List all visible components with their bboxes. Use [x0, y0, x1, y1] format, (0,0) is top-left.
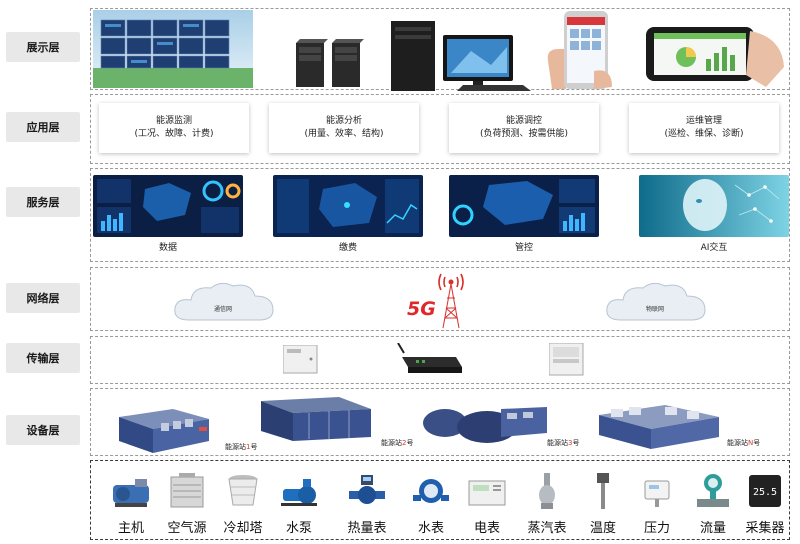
equipment-label: 压力 [643, 521, 670, 536]
application-layer-box: 能源监测 (工况、故障、计费) 能源分析 (用量、效率、结构) 能源调控 (负荷… [90, 94, 790, 164]
pressure-sensor-icon [644, 480, 670, 507]
equipment-temperature-sensor[interactable]: 温度 [577, 469, 629, 539]
steam-meter-icon [539, 473, 555, 509]
phone-in-hand-icon [546, 9, 616, 93]
equipment-label: 空气源 [167, 521, 207, 536]
app-card-detail: (工况、故障、计费) [134, 129, 214, 139]
tablet-phone-icon [646, 15, 786, 91]
heat-meter-icon [349, 475, 385, 504]
cooling-tower-icon [228, 475, 258, 506]
equipment-label: 流量 [699, 521, 726, 536]
equipment-heat-meter[interactable]: 热量表 [341, 469, 393, 539]
desktop-computer-icon [391, 15, 541, 95]
app-card-title: 能源监测 [155, 116, 192, 126]
signal-tower-icon [431, 268, 471, 334]
control-cabinet-icon [282, 344, 319, 379]
equipment-label: 水表 [417, 521, 444, 536]
equipment-collector[interactable]: 25.5 采集器 [739, 469, 791, 539]
service-layer-box: 数据 缴费 管控 AI交互 [90, 168, 790, 262]
energy-station-1-image [113, 395, 233, 457]
equipment-label: 温度 [589, 521, 616, 536]
electric-meter-icon [468, 480, 506, 506]
cloud-label-iot: 物联网 [645, 306, 664, 313]
app-card-title: 运维管理 [685, 116, 722, 126]
gateway-device-icon [396, 342, 466, 383]
app-card-title: 能源分析 [325, 116, 362, 126]
equipment-label: 蒸汽表 [527, 521, 567, 536]
temperature-sensor-icon [597, 473, 609, 509]
dashboard-control-image [449, 175, 599, 237]
layer-label-application: 应用层 [6, 112, 80, 142]
device-layer-box: 能源站1号 能源站2号 能源站3号 能源站N号 [90, 388, 790, 456]
app-card-monitoring[interactable]: 能源监测 (工况、故障、计费) [99, 103, 249, 153]
data-collector-icon: 25.5 [749, 475, 781, 507]
equipment-label: 热量表 [347, 521, 387, 536]
equipment-label: 水泵 [285, 521, 312, 536]
equipment-box: 主机 空气源 冷却塔 水泵 热量表 水表 电表 蒸汽表 温度 压力 流量 25. [90, 460, 790, 540]
station-label-n: 能源站N号 [727, 439, 761, 447]
station-label-2: 能源站2号 [381, 439, 414, 447]
equipment-label: 冷却塔 [223, 521, 263, 536]
water-meter-icon [413, 479, 449, 503]
flow-meter-icon [697, 474, 729, 507]
layer-label-service: 服务层 [6, 187, 80, 217]
cloud-icon: 物联网 [603, 280, 713, 328]
dashboard-data-image [93, 175, 243, 237]
control-cabinet-icon [548, 342, 585, 381]
equipment-electric-meter[interactable]: 电表 [461, 469, 513, 539]
equipment-flow-meter[interactable]: 流量 [687, 469, 739, 539]
equipment-pressure-sensor[interactable]: 压力 [631, 469, 683, 539]
layer-label-transport: 传输层 [6, 343, 80, 373]
service-caption-control: 管控 [514, 243, 533, 253]
service-caption-billing: 缴费 [338, 243, 357, 253]
water-pump-icon [281, 479, 317, 506]
ai-interaction-image [639, 175, 789, 237]
equipment-air-source[interactable]: 空气源 [161, 469, 213, 539]
equipment-label: 电表 [473, 521, 500, 536]
app-card-control[interactable]: 能源调控 (负荷预测、按需供能) [449, 103, 599, 153]
cloud-icon: 通信网 [171, 280, 281, 328]
energy-station-3-image [421, 393, 551, 455]
dashboard-billing-image [273, 175, 423, 237]
layer-label-network: 网络层 [6, 283, 80, 313]
layer-label-device: 设备层 [6, 415, 80, 445]
station-label-1: 能源站1号 [225, 443, 258, 451]
cloud-label-telecom: 通信网 [213, 306, 232, 313]
energy-station-2-image [259, 393, 379, 453]
layer-label-display: 展示层 [6, 32, 80, 62]
video-wall-image [93, 10, 253, 88]
service-caption-data: 数据 [158, 243, 177, 253]
app-card-analysis[interactable]: 能源分析 (用量、效率、结构) [269, 103, 419, 153]
display-layer-box [90, 8, 790, 93]
equipment-label: 主机 [117, 521, 144, 536]
chiller-icon [113, 479, 149, 507]
equipment-cooling-tower[interactable]: 冷却塔 [217, 469, 269, 539]
transport-layer-box [90, 336, 790, 384]
air-source-heat-pump-icon [170, 473, 204, 508]
energy-station-n-image [595, 397, 725, 455]
server-icon [296, 35, 366, 91]
equipment-water-meter[interactable]: 水表 [405, 469, 457, 539]
service-caption-ai: AI交互 [700, 243, 728, 253]
app-card-maintenance[interactable]: 运维管理 (巡检、维保、诊断) [629, 103, 779, 153]
app-card-title: 能源调控 [505, 116, 542, 126]
equipment-steam-meter[interactable]: 蒸汽表 [521, 469, 573, 539]
network-layer-box: 通信网 5G 物联网 [90, 267, 790, 331]
station-label-3: 能源站3号 [547, 439, 580, 447]
equipment-label: 采集器 [745, 521, 785, 536]
app-card-detail: (巡检、维保、诊断) [664, 129, 744, 139]
5g-badge: 5G [407, 298, 436, 320]
app-card-detail: (负荷预测、按需供能) [479, 129, 569, 139]
equipment-water-pump[interactable]: 水泵 [273, 469, 325, 539]
svg-text:25.5: 25.5 [753, 487, 777, 498]
equipment-chiller[interactable]: 主机 [105, 469, 157, 539]
app-card-detail: (用量、效率、结构) [304, 129, 384, 139]
